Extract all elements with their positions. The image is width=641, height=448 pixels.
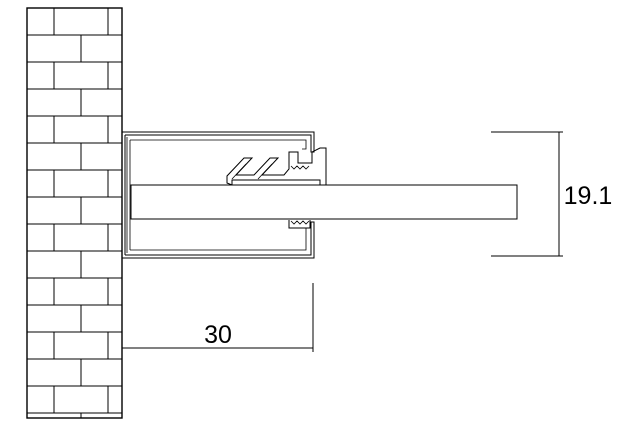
bottom-gasket [288, 220, 311, 229]
brick-joints [27, 8, 122, 418]
brick-pattern [27, 8, 122, 418]
clamp-insert [226, 147, 327, 186]
height-dimension-label: 19.1 [564, 182, 613, 210]
brick-wall [26, 7, 123, 419]
width-dimension-label: 30 [204, 321, 232, 349]
glass-panel [130, 184, 518, 220]
width-dimension: 30 [122, 283, 314, 352]
height-dimension: 19.1 [491, 131, 613, 257]
